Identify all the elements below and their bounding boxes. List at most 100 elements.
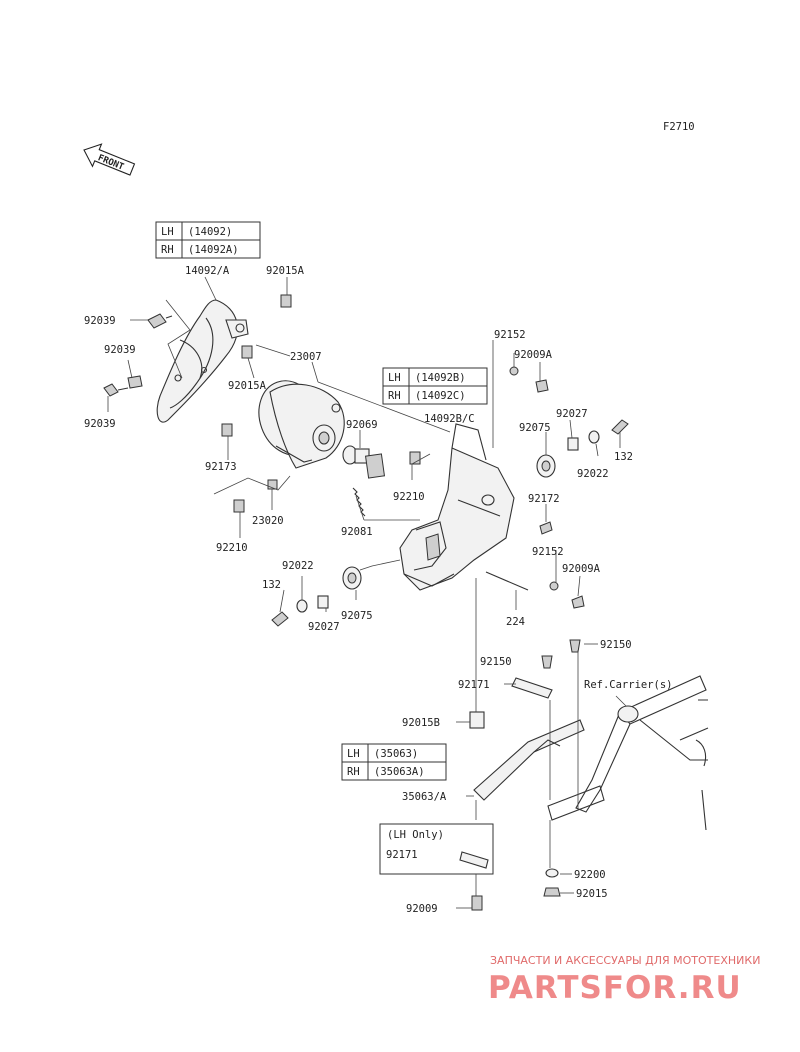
table-cell-side: LH bbox=[347, 748, 360, 760]
label-92015: 92015 bbox=[576, 888, 608, 900]
collar-92027-shape bbox=[567, 437, 579, 451]
table-cell-side: RH bbox=[388, 390, 401, 402]
washer-92022-shape bbox=[588, 430, 600, 444]
headlight-housing-shape bbox=[399, 423, 515, 591]
clip-92210-upper-shape bbox=[409, 451, 421, 465]
nut-92152-lower-shape bbox=[549, 581, 559, 591]
label-224: 224 bbox=[506, 616, 525, 628]
table-cell-side: LH bbox=[388, 372, 401, 384]
label-92150: 92150 bbox=[600, 639, 632, 651]
figure-code: F2710 bbox=[663, 121, 695, 133]
label-92210: 92210 bbox=[216, 542, 248, 554]
label-92022: 92022 bbox=[282, 560, 314, 572]
nut-92152-shape bbox=[509, 366, 519, 376]
table-cell-side: LH bbox=[161, 226, 174, 238]
table-cell-side: RH bbox=[347, 766, 360, 778]
label-92027: 92027 bbox=[556, 408, 588, 420]
label-92015a: 92015A bbox=[266, 265, 305, 277]
label-92152: 92152 bbox=[532, 546, 564, 558]
label-92200: 92200 bbox=[574, 869, 606, 881]
watermark: ЗАПЧАСТИ И АКСЕССУАРЫ ДЛЯ МОТОТЕХНИКИ PA… bbox=[488, 954, 760, 1006]
bolt-132-shape bbox=[611, 419, 629, 435]
bolt-132-left-shape bbox=[271, 611, 289, 627]
variant-table-bracket: LH (35063) RH (35063A) bbox=[341, 743, 447, 781]
washer-92200-shape bbox=[545, 868, 559, 878]
label-92027: 92027 bbox=[308, 621, 340, 633]
table-cell-part: (35063) bbox=[374, 748, 418, 760]
headlight-unit-shape bbox=[258, 380, 345, 469]
bolt-92150-second-shape bbox=[541, 655, 553, 669]
clip-92015a-lower-shape bbox=[241, 345, 253, 359]
label-92210: 92210 bbox=[393, 491, 425, 503]
washer-92022-left-shape bbox=[296, 599, 308, 613]
grommet-left-hole bbox=[347, 572, 357, 584]
label-92039: 92039 bbox=[84, 315, 116, 327]
variant-table-headlight-cover: LH (14092) RH (14092A) bbox=[155, 221, 261, 259]
label-92150: 92150 bbox=[480, 656, 512, 668]
grommet-hole bbox=[541, 460, 551, 472]
clip-92173-shape bbox=[221, 423, 233, 437]
spring-shape bbox=[352, 487, 366, 517]
pin-224-shape bbox=[485, 571, 529, 591]
label-92173: 92173 bbox=[205, 461, 237, 473]
label-92152: 92152 bbox=[494, 329, 526, 341]
variant-table-housing: LH (14092B) RH (14092C) bbox=[382, 367, 488, 405]
label-92171: 92171 bbox=[386, 849, 418, 861]
front-arrow-icon: FRONT bbox=[83, 143, 136, 176]
label-35063a: 35063/A bbox=[402, 791, 447, 803]
table-cell-part: (14092) bbox=[188, 226, 232, 238]
label-92075: 92075 bbox=[341, 610, 373, 622]
label-92022: 92022 bbox=[577, 468, 609, 480]
label-92039: 92039 bbox=[84, 418, 116, 430]
rivet-92039-shape bbox=[103, 313, 173, 397]
nut-23020-shape bbox=[267, 479, 278, 490]
label-92009a: 92009A bbox=[562, 563, 601, 575]
label-92075: 92075 bbox=[519, 422, 551, 434]
bracket-35063-shape bbox=[473, 719, 585, 801]
bolt-92009-shape bbox=[471, 895, 483, 911]
label-92171: 92171 bbox=[458, 679, 490, 691]
clip-92210-shape bbox=[233, 499, 245, 513]
label-92009: 92009 bbox=[406, 903, 438, 915]
table-cell-part: (14092B) bbox=[415, 372, 466, 384]
watermark-tagline: ЗАПЧАСТИ И АКСЕССУАРЫ ДЛЯ МОТОТЕХНИКИ bbox=[490, 954, 760, 967]
lh-only-label: (LH Only) bbox=[387, 829, 444, 841]
bolt-92150-shape bbox=[569, 639, 581, 653]
table-cell-side: RH bbox=[161, 244, 174, 256]
bolt-92009a-shape bbox=[535, 379, 549, 393]
label-92015a: 92015A bbox=[228, 380, 267, 392]
table-cell-part: (14092C) bbox=[415, 390, 466, 402]
label-92081: 92081 bbox=[341, 526, 373, 538]
headlight-cover-shape bbox=[156, 299, 249, 423]
clip-92015a-shape bbox=[280, 294, 292, 308]
bulb-shape bbox=[342, 445, 386, 479]
label-132: 132 bbox=[614, 451, 633, 463]
label-92172: 92172 bbox=[528, 493, 560, 505]
collar-92027-left-shape bbox=[317, 595, 329, 609]
leader-lines bbox=[107, 276, 627, 909]
table-cell-part: (14092A) bbox=[188, 244, 239, 256]
label-23020: 23020 bbox=[252, 515, 284, 527]
carrier-frame-shape bbox=[547, 675, 709, 831]
label-14092a: 14092/A bbox=[185, 265, 230, 277]
label-92069: 92069 bbox=[346, 419, 378, 431]
nut-92015-shape bbox=[543, 887, 561, 897]
bolt-92009a-lower-shape bbox=[571, 595, 585, 609]
label-23007: 23007 bbox=[290, 351, 322, 363]
label-14092bc: 14092B/C bbox=[424, 413, 475, 425]
label-132: 132 bbox=[262, 579, 281, 591]
plate-92171-lower-shape bbox=[459, 851, 489, 869]
screw-92172-shape bbox=[539, 521, 553, 535]
nut-92015b-shape bbox=[469, 711, 485, 729]
label-92009a: 92009A bbox=[514, 349, 553, 361]
label-ref-carrier: Ref.Carrier(s) bbox=[584, 679, 673, 691]
plate-92171-shape bbox=[511, 677, 553, 699]
part-labels: 14092/A 92015A 92039 92039 92039 92015A … bbox=[84, 265, 673, 915]
lh-only-box: (LH Only) bbox=[379, 823, 494, 875]
table-cell-part: (35063A) bbox=[374, 766, 425, 778]
label-92015b: 92015B bbox=[402, 717, 440, 729]
label-92039: 92039 bbox=[104, 344, 136, 356]
watermark-logo: PARTSFOR.RU bbox=[488, 970, 742, 1006]
